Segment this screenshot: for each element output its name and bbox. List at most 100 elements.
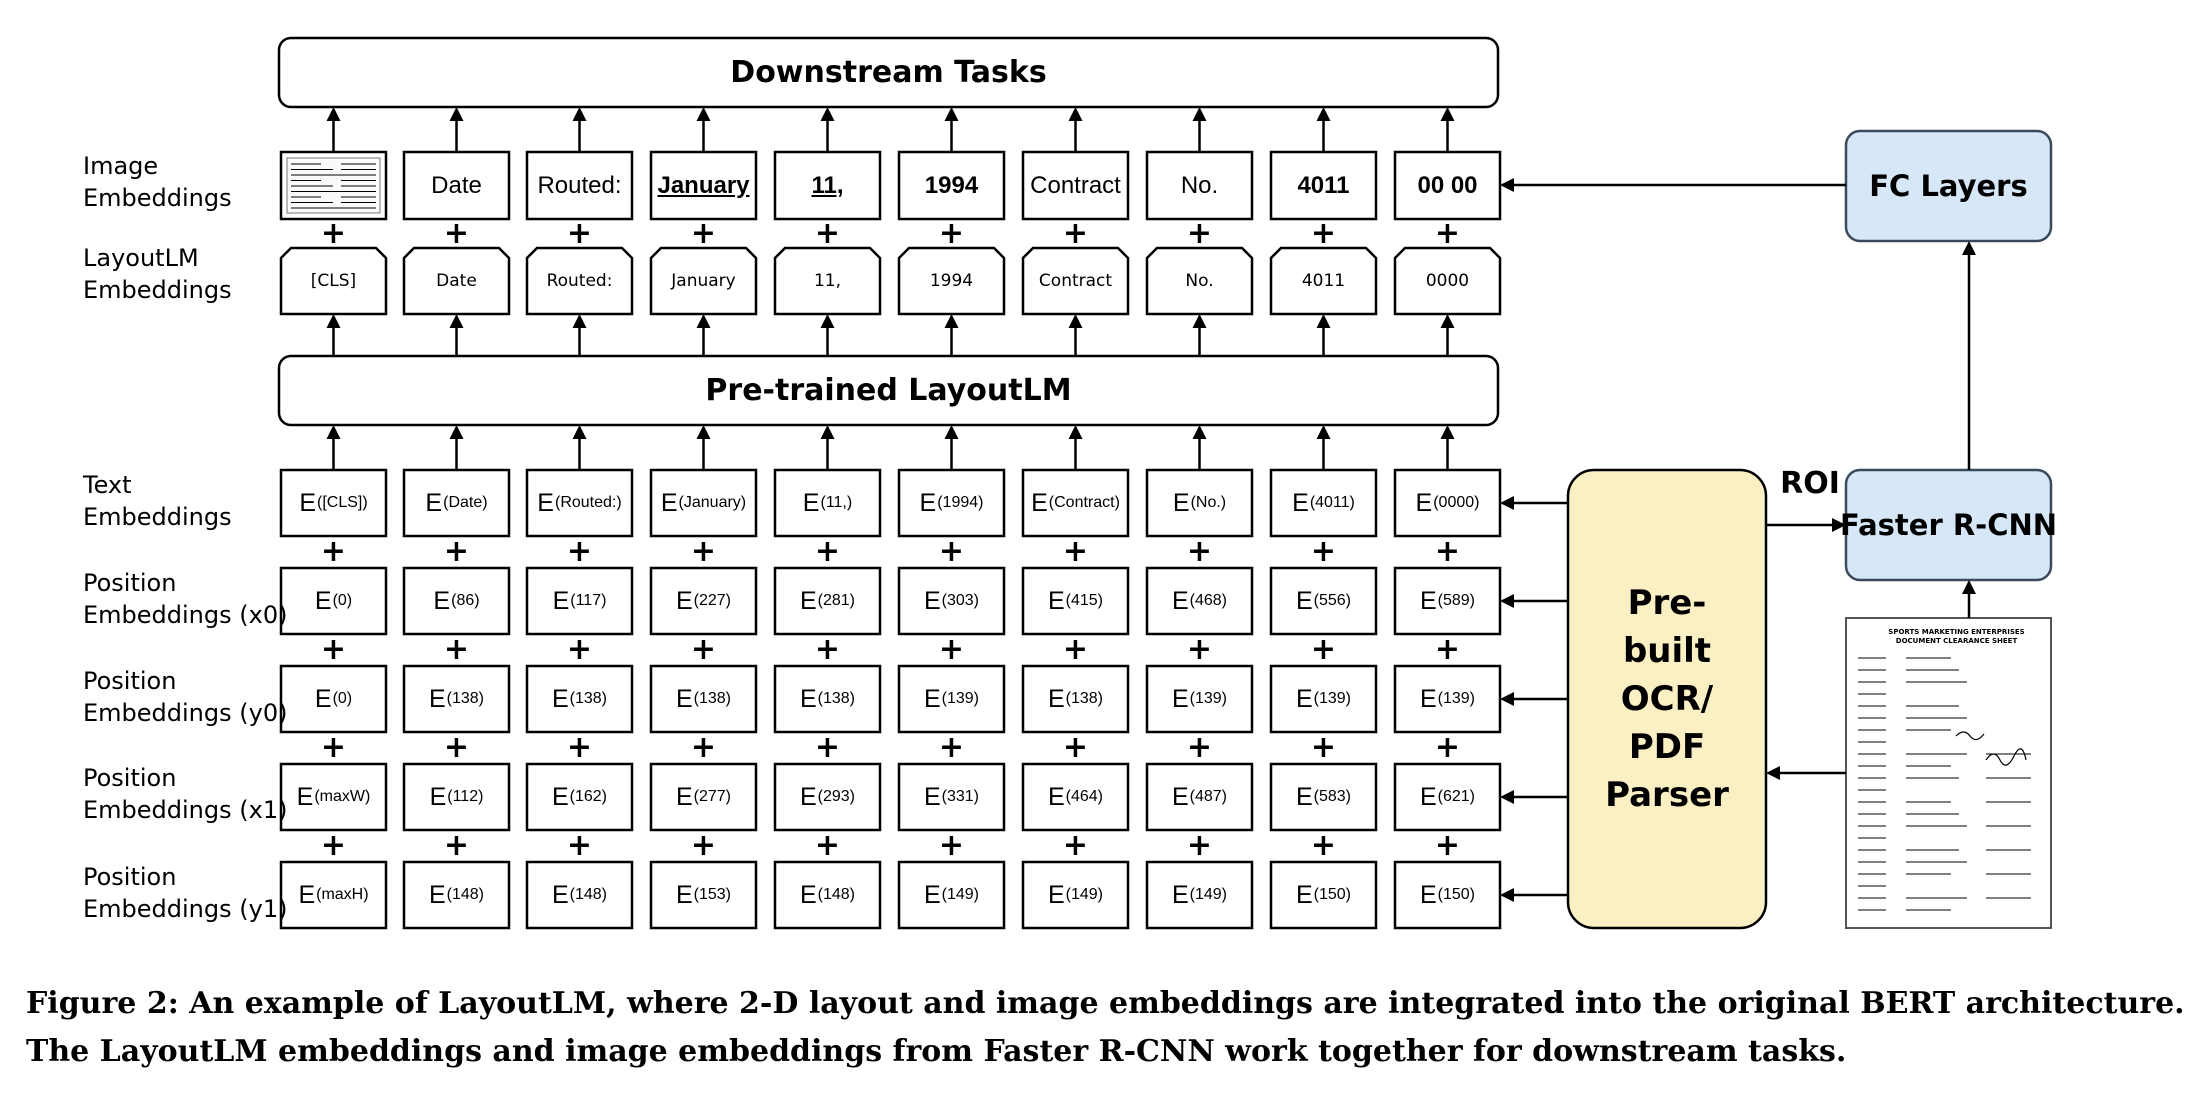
embedding-label: E(162) [527, 764, 632, 830]
image-embedding-box [1145, 150, 1254, 221]
embedding-label: E(Date) [404, 470, 509, 536]
embedding-letter: E [1415, 488, 1433, 517]
embedding-box-pos-y0 [1269, 664, 1378, 734]
embedding-subscript: (Contract) [1048, 494, 1120, 511]
arrowhead-up [944, 425, 959, 439]
arrowhead-up [696, 425, 711, 439]
embedding-letter: E [799, 782, 817, 811]
embedding-label: E(86) [404, 568, 509, 634]
plus-sign: + [1310, 216, 1337, 251]
row-label-line: Position [83, 569, 177, 597]
plus-sign: + [566, 216, 593, 251]
embedding-letter: E [923, 880, 941, 909]
embedding-label: E(4011) [1271, 470, 1376, 536]
embedding-box-pos-y0 [773, 664, 882, 734]
layoutlm-embedding-box [649, 246, 758, 316]
row-label-line: Position [83, 667, 177, 695]
embedding-box-text-embeddings [402, 468, 511, 538]
image-embedding-box [525, 150, 634, 221]
embedding-box-pos-y0 [1393, 664, 1502, 734]
embedding-subscript: (139) [1189, 690, 1228, 707]
row-label-line: Text [83, 471, 132, 499]
arrowhead-up [1068, 425, 1083, 439]
embedding-subscript: (11,) [820, 494, 853, 511]
embedding-letter: E [1047, 586, 1065, 615]
embedding-letter: E [799, 880, 817, 909]
embedding-label: E(293) [775, 764, 880, 830]
embedding-label: E(No.) [1147, 470, 1252, 536]
embedding-subscript: (293) [817, 788, 856, 805]
row-label-line: Position [83, 863, 177, 891]
embedding-label: E(556) [1271, 568, 1376, 634]
plus-sign: + [320, 216, 347, 251]
layoutlm-token-text: Date [436, 271, 477, 291]
plus-sign: + [320, 828, 347, 863]
row-label-line: Embeddings [83, 503, 232, 531]
embedding-letter: E [1419, 782, 1437, 811]
plus-sign: + [1186, 534, 1213, 569]
arrowhead-up [1192, 425, 1207, 439]
embedding-label: E(621) [1395, 764, 1500, 830]
embedding-letter: E [1171, 782, 1189, 811]
layoutlm-embedding-box [402, 246, 511, 316]
image-token-text: 1994 [924, 171, 979, 199]
layoutlm-embedding-box [1269, 246, 1378, 316]
embedding-letter: E [1419, 684, 1437, 713]
embedding-box-text-embeddings [525, 468, 634, 538]
layoutlm-token-text: [CLS] [310, 271, 357, 291]
embedding-label: E(589) [1395, 568, 1500, 634]
embedding-subscript: (138) [446, 690, 485, 707]
embedding-letter: E [537, 488, 554, 517]
embedding-letter: E [675, 880, 693, 909]
embedding-box-pos-x1 [773, 762, 882, 832]
embedding-letter: E [428, 880, 446, 909]
pretrained-layoutlm-label: Pre-trained LayoutLM [705, 373, 1072, 408]
row-label-line: Embeddings [83, 276, 232, 304]
embedding-box-pos-y0 [279, 664, 388, 734]
embedding-letter: E [799, 586, 817, 615]
embedding-box-pos-x0 [1145, 566, 1254, 636]
arrowhead-up [1068, 107, 1083, 121]
embedding-label: E(468) [1147, 568, 1252, 634]
embedding-subscript: (Date) [443, 494, 488, 511]
plus-sign: + [814, 216, 841, 251]
embedding-label: E(331) [899, 764, 1004, 830]
arrowhead-up [572, 107, 587, 121]
document-signature [1955, 731, 1985, 741]
plus-sign: + [1186, 730, 1213, 765]
embedding-label: E(1994) [899, 470, 1004, 536]
plus-sign: + [690, 828, 717, 863]
layoutlm-token-text: 1994 [929, 271, 974, 291]
embedding-subscript: (556) [1313, 592, 1352, 609]
arrowhead-up [1440, 425, 1455, 439]
arrowhead-up [326, 107, 341, 121]
embedding-subscript: ([CLS]) [317, 494, 368, 511]
embedding-subscript: (149) [1065, 886, 1104, 903]
caption-line-1: Figure 2: An example of LayoutLM, where … [26, 986, 2185, 1021]
document-signature [1985, 748, 2027, 766]
embedding-box-pos-y1 [897, 860, 1006, 930]
embedding-box-pos-y1 [1021, 860, 1130, 930]
embedding-label: E(138) [1023, 666, 1128, 732]
embedding-subscript: (468) [1189, 592, 1228, 609]
embedding-box-pos-y1 [773, 860, 882, 930]
plus-sign: + [1062, 828, 1089, 863]
embedding-letter: E [675, 684, 693, 713]
arrowhead-up [572, 425, 587, 439]
image-token-text: Contract [1030, 171, 1121, 199]
embedding-subscript: (January) [678, 494, 747, 511]
embedding-letter: E [923, 782, 941, 811]
embedding-letter: E [1419, 586, 1437, 615]
embedding-letter: E [1047, 782, 1065, 811]
arrowhead-up [820, 314, 835, 328]
embedding-box-text-embeddings [1145, 468, 1254, 538]
embedding-subscript: (4011) [1309, 494, 1355, 511]
embedding-label: E(464) [1023, 764, 1128, 830]
image-embedding-box [649, 150, 758, 221]
arrowhead-up [326, 425, 341, 439]
arrowhead-up [449, 425, 464, 439]
arrowhead-up [1316, 425, 1331, 439]
arrowhead-left [1500, 888, 1514, 902]
image-embedding-box [402, 150, 511, 221]
embedding-letter: E [1047, 880, 1065, 909]
